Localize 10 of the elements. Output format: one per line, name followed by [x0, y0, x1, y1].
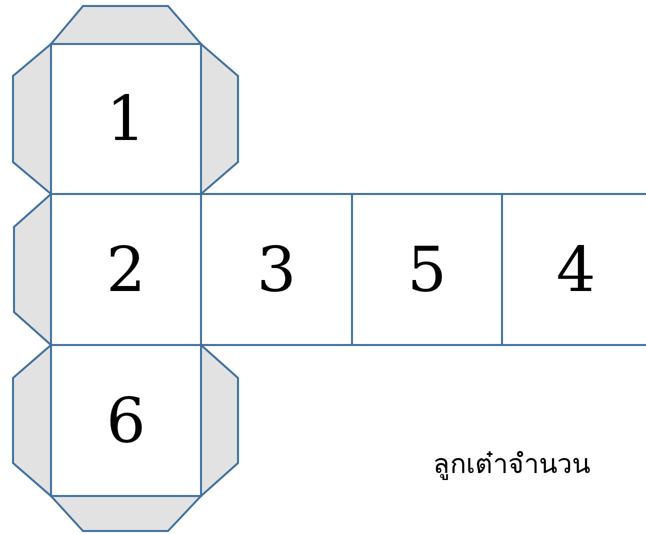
cube-face — [501, 193, 646, 346]
face-number: 2 — [106, 238, 146, 300]
cube-face — [351, 193, 503, 346]
face-number: 6 — [106, 390, 146, 452]
cube-face — [200, 193, 353, 346]
face-number: 3 — [256, 238, 296, 300]
face-number: 1 — [106, 88, 146, 150]
face-number: 4 — [556, 238, 596, 300]
face-number: 5 — [407, 238, 447, 300]
caption-text: ลูกเต๋าจำนวน — [433, 448, 590, 482]
